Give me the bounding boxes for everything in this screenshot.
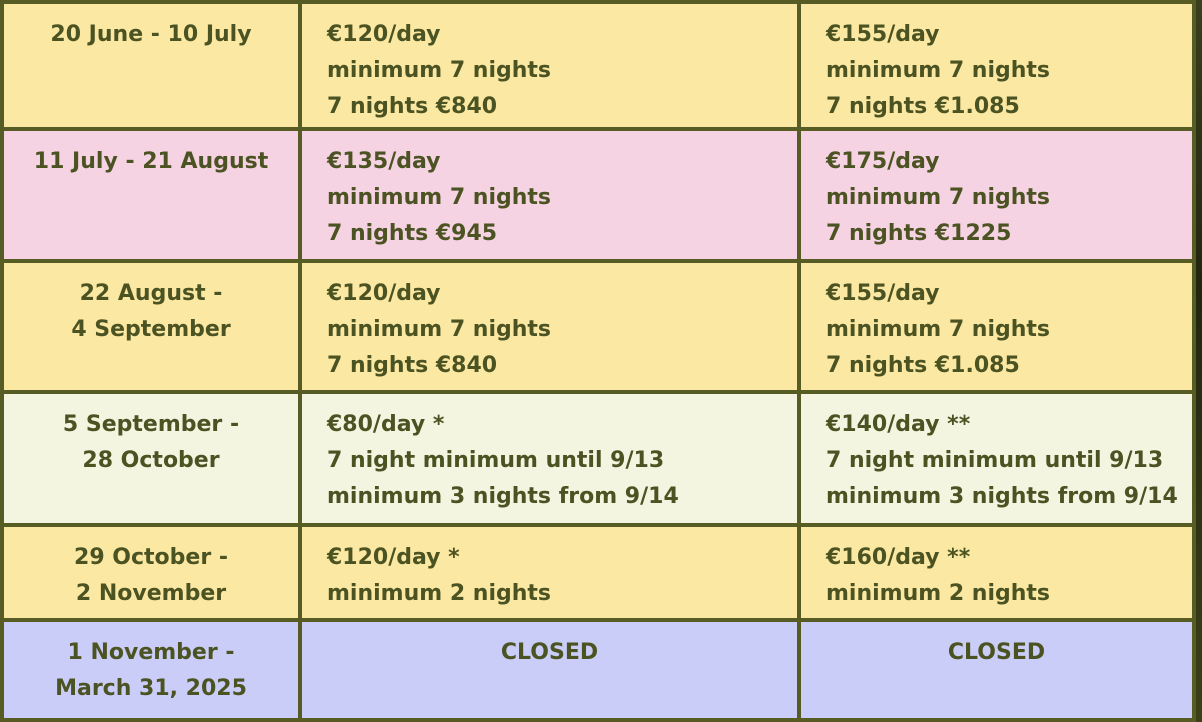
period-cell: 5 September - 28 October bbox=[4, 394, 298, 523]
rate-line: 7 nights €945 bbox=[327, 221, 498, 246]
rate-cell: €120/day minimum 7 nights 7 nights €840 bbox=[302, 4, 797, 127]
rate-line: minimum 2 nights bbox=[327, 581, 552, 606]
period-cell: 29 October - 2 November bbox=[4, 527, 298, 618]
period-cell: 20 June - 10 July bbox=[4, 4, 298, 127]
rate-line: 7 nights €1.085 bbox=[826, 353, 1020, 378]
closed-label: CLOSED bbox=[947, 640, 1046, 665]
rate-line: 7 nights €840 bbox=[327, 353, 498, 378]
rate-line: 7 nights €1.085 bbox=[826, 94, 1020, 119]
rate-line: €160/day ** bbox=[826, 545, 971, 570]
period-cell: 1 November - March 31, 2025 bbox=[4, 622, 298, 718]
rate-line: minimum 7 nights bbox=[826, 58, 1051, 83]
period-label: 11 July - 21 August bbox=[33, 149, 269, 174]
period-label: 4 September bbox=[71, 317, 231, 342]
rate-line: €120/day bbox=[327, 281, 441, 306]
closed-label: CLOSED bbox=[500, 640, 599, 665]
rate-line: €155/day bbox=[826, 22, 940, 47]
period-label: 20 June - 10 July bbox=[50, 22, 252, 47]
rate-line: minimum 3 nights from 9/14 bbox=[327, 484, 679, 509]
rate-line: 7 nights €840 bbox=[327, 94, 498, 119]
rate-cell: €175/day minimum 7 nights 7 nights €1225 bbox=[801, 131, 1192, 259]
rate-line: €175/day bbox=[826, 149, 940, 174]
rate-line: €135/day bbox=[327, 149, 441, 174]
rate-line: minimum 7 nights bbox=[327, 317, 552, 342]
rate-line: €80/day * bbox=[327, 412, 445, 437]
rate-line: €155/day bbox=[826, 281, 940, 306]
rate-line: minimum 3 nights from 9/14 bbox=[826, 484, 1178, 509]
rate-line: 7 nights €1225 bbox=[826, 221, 1012, 246]
rate-line: 7 night minimum until 9/13 bbox=[327, 448, 665, 473]
period-label: 28 October bbox=[82, 448, 220, 473]
rate-cell: €140/day ** 7 night minimum until 9/13 m… bbox=[801, 394, 1192, 523]
rate-cell: €120/day * minimum 2 nights bbox=[302, 527, 797, 618]
rate-line: minimum 7 nights bbox=[826, 185, 1051, 210]
rate-cell: €160/day ** minimum 2 nights bbox=[801, 527, 1192, 618]
rate-cell: €155/day minimum 7 nights 7 nights €1.08… bbox=[801, 263, 1192, 390]
period-cell: 11 July - 21 August bbox=[4, 131, 298, 259]
closed-cell: CLOSED bbox=[302, 622, 797, 718]
rate-line: €140/day ** bbox=[826, 412, 971, 437]
rate-cell: €120/day minimum 7 nights 7 nights €840 bbox=[302, 263, 797, 390]
rate-line: minimum 7 nights bbox=[327, 58, 552, 83]
rate-cell: €135/day minimum 7 nights 7 nights €945 bbox=[302, 131, 797, 259]
period-label: 29 October - bbox=[74, 545, 228, 570]
period-label: 22 August - bbox=[79, 281, 223, 306]
rate-cell: €155/day minimum 7 nights 7 nights €1.08… bbox=[801, 4, 1192, 127]
period-label: 1 November - bbox=[67, 640, 235, 665]
rate-line: minimum 7 nights bbox=[826, 317, 1051, 342]
rate-line: €120/day bbox=[327, 22, 441, 47]
period-cell: 22 August - 4 September bbox=[4, 263, 298, 390]
closed-cell: CLOSED bbox=[801, 622, 1192, 718]
rate-line: €120/day * bbox=[327, 545, 460, 570]
period-label: March 31, 2025 bbox=[55, 676, 247, 701]
period-label: 2 November bbox=[75, 581, 227, 606]
period-label: 5 September - bbox=[62, 412, 240, 437]
rate-cell: €80/day * 7 night minimum until 9/13 min… bbox=[302, 394, 797, 523]
rate-line: minimum 7 nights bbox=[327, 185, 552, 210]
rate-line: minimum 2 nights bbox=[826, 581, 1051, 606]
rate-line: 7 night minimum until 9/13 bbox=[826, 448, 1164, 473]
